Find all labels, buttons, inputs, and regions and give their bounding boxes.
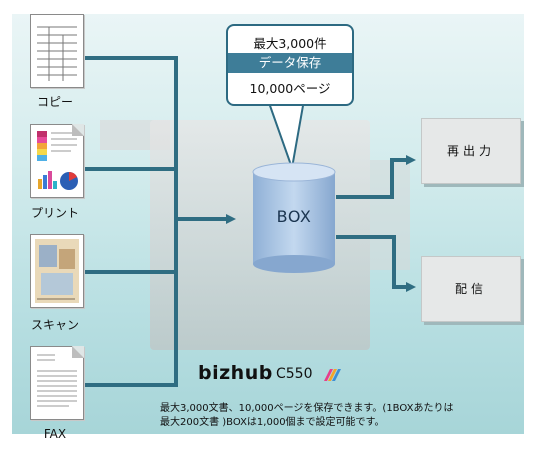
fax-text-lines-icon [37,354,77,407]
copy-document-icon [30,14,84,88]
scan-photo-icon [35,239,79,303]
fax-document-icon [30,346,84,420]
fax-label: FAX [43,427,67,441]
callout-page-count: 10,000ページ [249,81,331,96]
box-label: BOX [276,207,312,226]
caption-line-2: 最大200文書 )BOXは1,000個まで設定可能です。 [160,417,385,428]
scan-document-icon [30,234,84,308]
brand-name: bizhub [198,362,273,384]
scan-label: スキャン [30,318,79,332]
brand-color-stripes-icon [324,369,341,381]
print-chart-icon [37,131,78,190]
copy-label: コピー [36,95,73,109]
form-lines-icon [37,26,77,81]
callout-data-storage: データ保存 [228,53,352,73]
deliver-box: 配信 [421,256,521,322]
caption-line-1: 最大3,000文書、10,000ページを保存できます。(1BOXあたりは [160,403,454,414]
storage-callout: 最大3,000件 データ保存 10,000ページ [226,24,354,106]
reprint-box: 再出力 [421,118,521,184]
box-to-deliver [336,235,416,292]
callout-max-count: 最大3,000件 [253,36,327,51]
brand-model: C550 [276,366,313,382]
print-document-icon [30,124,84,198]
box-to-reprint [336,155,416,199]
box-storage-icon [252,162,336,273]
caption: 最大3,000文書、10,000ページを保存できます。(1BOXあたりは 最大2… [160,402,520,430]
print-label: プリント [30,206,79,220]
